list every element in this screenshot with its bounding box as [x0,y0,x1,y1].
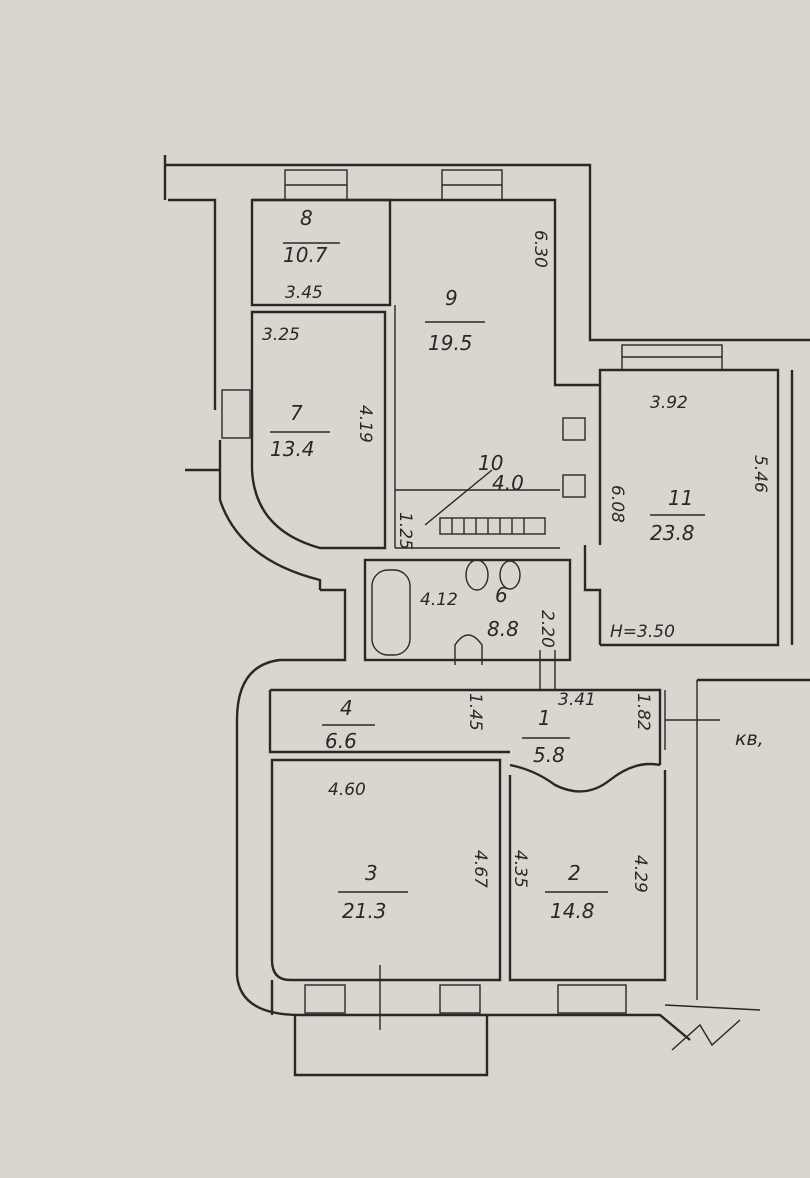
room-7-area: 13.4 [270,437,315,461]
room-2-number: 2 [568,861,581,885]
room-9-area: 19.5 [428,331,473,355]
room-6-number: 6 [495,583,508,607]
windows [221,169,723,1014]
ceiling-height: H=3.50 [610,622,675,642]
dimension-labels: 3.45 3.25 4.19 6.30 3.92 5.46 6.08 H=3.5… [262,230,770,893]
dim-r11-width: 3.92 [650,393,688,413]
dim-r11-left: 6.08 [607,485,627,523]
dim-r3-width: 4.60 [328,780,366,800]
room-2-area: 14.8 [550,899,595,923]
dim-r2-right: 4.29 [630,855,650,893]
room-11-number: 11 [668,486,693,510]
apartment-label: кв, [735,728,764,750]
room-1-area: 5.8 [533,743,565,767]
walls [163,155,810,1077]
dim-r6-width: 4.12 [420,590,458,610]
dim-r6-height: 2.20 [537,610,557,648]
dim-r7-height: 4.19 [355,405,375,443]
room-4-number: 4 [340,696,353,720]
room-9-number: 9 [445,286,458,310]
room-3-number: 3 [365,861,378,885]
dim-r2-left: 4.35 [510,850,530,888]
room-11-area: 23.8 [650,521,695,545]
dim-r9-height: 6.30 [530,230,550,268]
dim-r11-height: 5.46 [750,455,770,493]
dim-r4-height: 1.45 [465,693,485,731]
room-4-area: 6.6 [325,729,357,753]
room-10-area: 4.0 [492,471,524,495]
room-7-number: 7 [290,401,303,425]
room-8-number: 8 [300,206,313,230]
room-3-area: 21.3 [342,899,387,923]
dim-r7-width: 3.25 [262,325,300,345]
dim-r3-height: 4.67 [470,850,490,888]
room-6-area: 8.8 [487,617,519,641]
room-1-number: 1 [538,706,551,730]
room-labels: 8 10.7 9 19.5 7 13.4 10 4.0 11 23.8 6 8.… [270,206,705,923]
dim-stair: 1.25 [395,512,415,550]
room-8-area: 10.7 [283,243,328,267]
dim-r1-width: 3.41 [558,690,596,710]
dim-r8-width: 3.45 [285,283,323,303]
room-10-number: 10 [478,451,503,475]
dim-r1-height: 1.82 [633,693,653,731]
